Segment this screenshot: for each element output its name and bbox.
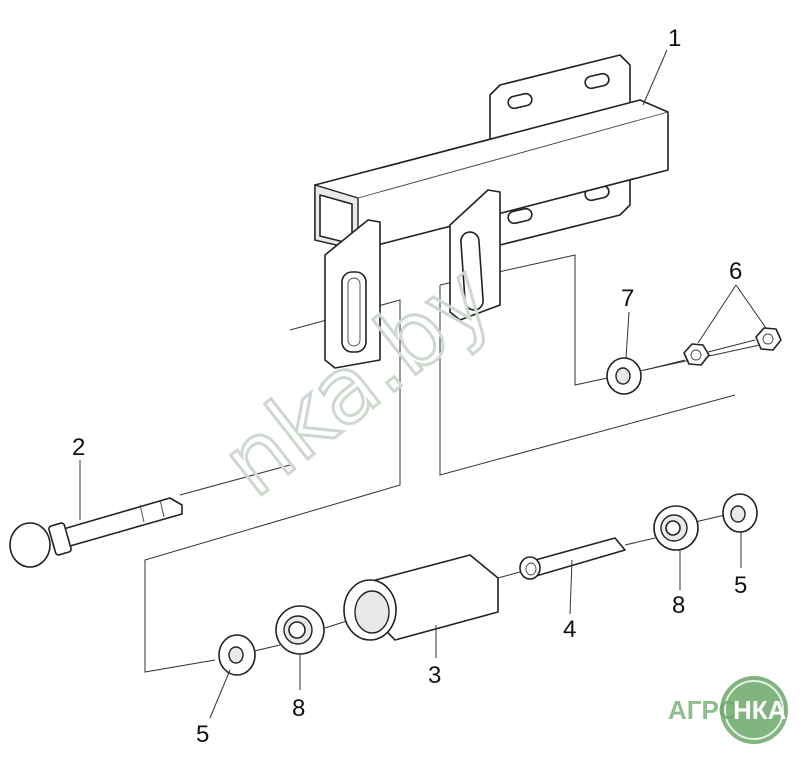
callout-leaders [79, 49, 767, 719]
callout-5-left: 5 [196, 721, 209, 748]
callout-6: 6 [729, 258, 742, 285]
callout-7: 7 [621, 285, 634, 312]
part-5-washer-left [218, 634, 256, 676]
callout-8-right: 8 [672, 592, 685, 619]
part-2-bolt [9, 497, 183, 568]
part-3-sleeve [343, 554, 499, 641]
callout-4: 4 [563, 616, 576, 643]
agronka-logo: АГРО НКА [668, 676, 788, 744]
callout-5-right: 5 [734, 572, 747, 599]
callout-2: 2 [72, 434, 85, 461]
part-8-bearing-right [653, 505, 699, 551]
part-6-nut-left [683, 343, 710, 366]
callout-1: 1 [668, 25, 681, 52]
part-6-nut-right [755, 327, 782, 351]
part-5-washer-right [722, 493, 758, 533]
logo-text-nka: НКА [733, 695, 787, 725]
part-1-bracket [314, 54, 669, 369]
callout-3: 3 [428, 662, 441, 689]
callout-8-left: 8 [292, 695, 305, 722]
part-4-inner-tube [519, 537, 626, 580]
part-8-bearing-left [275, 605, 325, 655]
assembly-guide-lines [144, 254, 761, 673]
logo-text-agro: АГРО [668, 695, 739, 725]
part-7-washer [606, 357, 642, 395]
